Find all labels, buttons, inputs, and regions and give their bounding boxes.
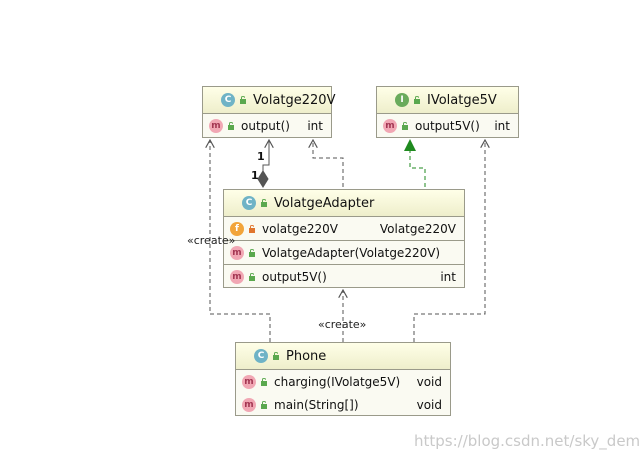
public-lock-icon bbox=[260, 377, 268, 386]
class-name: VolatgeAdapter bbox=[274, 195, 375, 211]
method-type: void bbox=[416, 374, 442, 389]
class-volatge220v[interactable]: C Volatge220V m output() int bbox=[202, 86, 335, 138]
field-icon: f bbox=[230, 221, 244, 236]
implements-adapter-to-ivolatge5v bbox=[409, 150, 426, 187]
public-lock-icon bbox=[260, 199, 268, 207]
multiplicity-left: 1 bbox=[251, 169, 259, 182]
composition-diamond bbox=[257, 170, 269, 188]
public-lock-icon bbox=[413, 96, 421, 104]
method-type: int bbox=[494, 118, 510, 133]
method-name: charging(IVolatge5V) bbox=[274, 374, 401, 389]
public-lock-icon bbox=[239, 96, 247, 104]
method-row[interactable]: m charging(IVolatge5V) void bbox=[236, 370, 450, 393]
class-name: IVolatge5V bbox=[427, 92, 497, 108]
method-type: int bbox=[440, 269, 456, 284]
method-name: output5V() bbox=[262, 269, 327, 284]
create-label-bottom: «create» bbox=[318, 318, 367, 331]
field-name: volatge220V bbox=[262, 221, 338, 236]
field-type: Volatge220V bbox=[379, 221, 456, 236]
constructor-name: VolatgeAdapter(Volatge220V) bbox=[262, 245, 441, 260]
class-name: Phone bbox=[286, 348, 327, 364]
class-name: Volatge220V bbox=[253, 92, 336, 108]
method-icon: m bbox=[209, 118, 223, 133]
method-type: int bbox=[307, 118, 323, 133]
method-type: void bbox=[416, 397, 442, 412]
class-volatgeadapter[interactable]: C VolatgeAdapter f volatge220V Volatge22… bbox=[223, 189, 465, 288]
dependency-phone-to-ivolatge5v bbox=[413, 140, 485, 342]
create-label-left: «create» bbox=[187, 234, 236, 247]
class-icon: C bbox=[242, 196, 256, 210]
method-name: output5V() bbox=[415, 118, 480, 133]
field-row[interactable]: f volatge220V Volatge220V bbox=[224, 217, 464, 240]
interface-icon: I bbox=[395, 93, 409, 107]
class-header: I IVolatge5V bbox=[377, 87, 518, 114]
private-lock-icon bbox=[248, 224, 256, 233]
interface-ivolatge5v[interactable]: I IVolatge5V m output5V() int bbox=[376, 86, 519, 138]
public-lock-icon bbox=[272, 352, 280, 360]
method-name: main(String[]) bbox=[274, 397, 359, 412]
method-row[interactable]: m output() int bbox=[203, 114, 331, 137]
public-lock-icon bbox=[227, 121, 235, 130]
abstract-method-icon: m bbox=[383, 118, 397, 133]
create-dependency-phone-to-volatge220v bbox=[210, 140, 271, 342]
public-lock-icon bbox=[248, 248, 256, 257]
dependency-adapter-to-volatge220v bbox=[313, 140, 344, 187]
class-phone[interactable]: C Phone m charging(IVolatge5V) void m ma… bbox=[235, 342, 451, 416]
method-icon: m bbox=[230, 269, 244, 284]
public-lock-icon bbox=[401, 121, 409, 130]
multiplicity-top: 1 bbox=[257, 150, 265, 163]
method-row[interactable]: m output5V() int bbox=[224, 264, 464, 288]
method-name: output() bbox=[241, 118, 290, 133]
method-icon: m bbox=[230, 245, 244, 260]
method-row[interactable]: m main(String[]) void bbox=[236, 393, 450, 416]
method-row[interactable]: m output5V() int bbox=[377, 114, 518, 137]
public-lock-icon bbox=[260, 400, 268, 409]
class-icon: C bbox=[254, 349, 268, 363]
implements-arrowhead bbox=[404, 139, 416, 151]
class-header: C Volatge220V bbox=[203, 87, 335, 114]
method-icon: m bbox=[242, 374, 256, 389]
class-header: C Phone bbox=[236, 343, 450, 370]
public-lock-icon bbox=[248, 272, 256, 281]
constructor-row[interactable]: m VolatgeAdapter(Volatge220V) bbox=[224, 240, 464, 264]
watermark: https://blog.csdn.net/sky_demo bbox=[414, 432, 639, 450]
class-header: C VolatgeAdapter bbox=[224, 190, 464, 217]
static-method-icon: m bbox=[242, 397, 256, 412]
class-icon: C bbox=[221, 93, 235, 107]
